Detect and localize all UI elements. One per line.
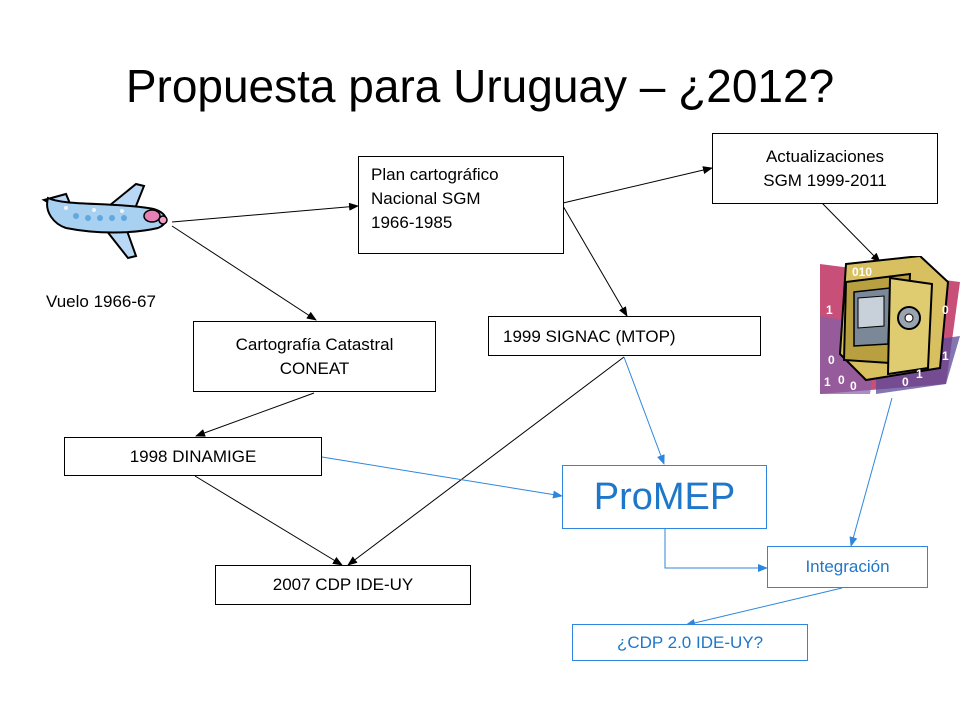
airplane-icon (41, 182, 168, 260)
safe-digit: 0 (902, 375, 909, 389)
arrow-dinamige-to-cdp (194, 475, 343, 566)
cdp-label: 2007 CDP IDE-UY (272, 575, 414, 594)
safe-digit: 0 (942, 303, 949, 317)
safe-digit: 0 (850, 379, 857, 393)
signac-box: 1999 SIGNAC (MTOP) (488, 316, 761, 356)
catastral-line-2: CONEAT (279, 358, 350, 378)
arrow-promep-to-integracion (664, 529, 768, 572)
cdp-box: 2007 CDP IDE-UY (215, 565, 471, 605)
arrow-plan-to-actualizaciones (562, 166, 713, 204)
arrow-signac-to-cdp (347, 356, 625, 566)
vuelo-label: Vuelo 1966-67 (46, 292, 156, 311)
promep-label: ProMEP (593, 476, 736, 518)
arrow-dinamige-to-promep (321, 456, 563, 499)
plan-line-2: Nacional SGM (371, 189, 481, 208)
safe-digit: 1 (916, 367, 923, 381)
arrow-plan-to-signac (562, 205, 628, 317)
integracion-label: Integración (805, 557, 890, 576)
arrow-integracion-to-cdp2 (685, 587, 843, 627)
slide-title: Propuesta para Uruguay – ¿2012? (125, 60, 835, 112)
safe-digit: 010 (852, 265, 872, 279)
arrow-plane-to-plan (171, 202, 359, 223)
actualizaciones-line-1: Actualizaciones (765, 146, 885, 166)
dinamige-box: 1998 DINAMIGE (64, 437, 322, 476)
safe-digit: 1 (824, 375, 831, 389)
promep-box: ProMEP (562, 465, 767, 529)
safe-digit: 1 (942, 349, 949, 363)
arrow-safe-to-integracion (849, 397, 893, 547)
arrow-actualizaciones-to-safe (821, 202, 881, 263)
plan-line-3: 1966-1985 (371, 213, 453, 232)
cdp2-box: ¿CDP 2.0 IDE-UY? (572, 624, 808, 661)
dinamige-label: 1998 DINAMIGE (129, 446, 257, 466)
catastral-box: Cartografía Catastral CONEAT (193, 321, 436, 392)
catastral-line-1: Cartografía Catastral (235, 334, 394, 354)
signac-label: 1999 SIGNAC (MTOP) (503, 327, 676, 346)
plan-line-1: Plan cartográfico (371, 165, 499, 184)
safe-digit: 0 (838, 373, 845, 387)
safe-digit: 1 (826, 303, 833, 317)
cdp2-label: ¿CDP 2.0 IDE-UY? (616, 632, 764, 652)
arrow-signac-to-promep (623, 356, 665, 465)
actualizaciones-line-2: SGM 1999-2011 (763, 170, 887, 190)
safe-digit: 0 (828, 353, 835, 367)
plan-cartografico-box: Plan cartográfico Nacional SGM 1966-1985 (358, 156, 564, 254)
integracion-box: Integración (767, 546, 928, 588)
actualizaciones-box: Actualizaciones SGM 1999-2011 (712, 133, 938, 204)
arrow-catastral-to-dinamige (195, 392, 315, 437)
data-safe-icon: 010 1 0 0 1 0 0 0 1 1 (820, 256, 960, 394)
arrow-plane-to-catastral (171, 225, 317, 321)
